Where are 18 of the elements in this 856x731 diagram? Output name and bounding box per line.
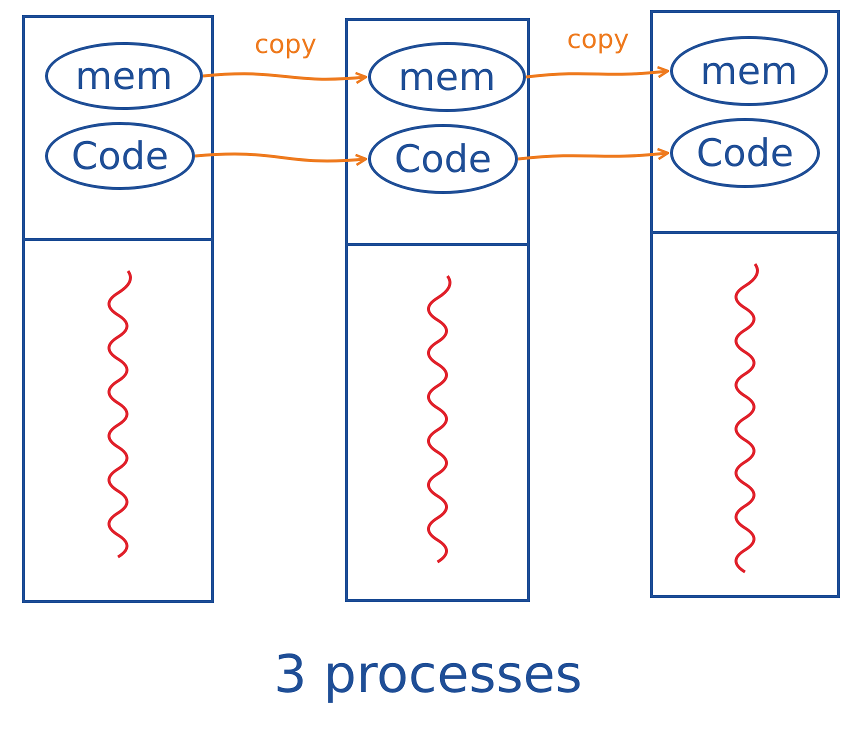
- process-column: [22, 15, 214, 603]
- process-column: [345, 18, 530, 602]
- memory-ellipse: [45, 122, 195, 190]
- memory-ellipse: [45, 42, 203, 110]
- arrow: [526, 66, 670, 78]
- process-column: [650, 10, 840, 598]
- caption: 3 processes: [274, 645, 582, 705]
- node-label: Code: [394, 140, 492, 178]
- node-label: mem: [75, 57, 173, 95]
- arrow: [518, 148, 670, 160]
- memory-ellipse: [368, 42, 526, 112]
- node-label: mem: [398, 58, 496, 96]
- node-label: Code: [696, 134, 794, 172]
- memory-ellipse: [670, 118, 820, 188]
- memory-ellipse: [368, 124, 518, 194]
- memory-ellipse: [670, 36, 828, 106]
- node-label: mem: [700, 52, 798, 90]
- node-label: Code: [71, 137, 169, 175]
